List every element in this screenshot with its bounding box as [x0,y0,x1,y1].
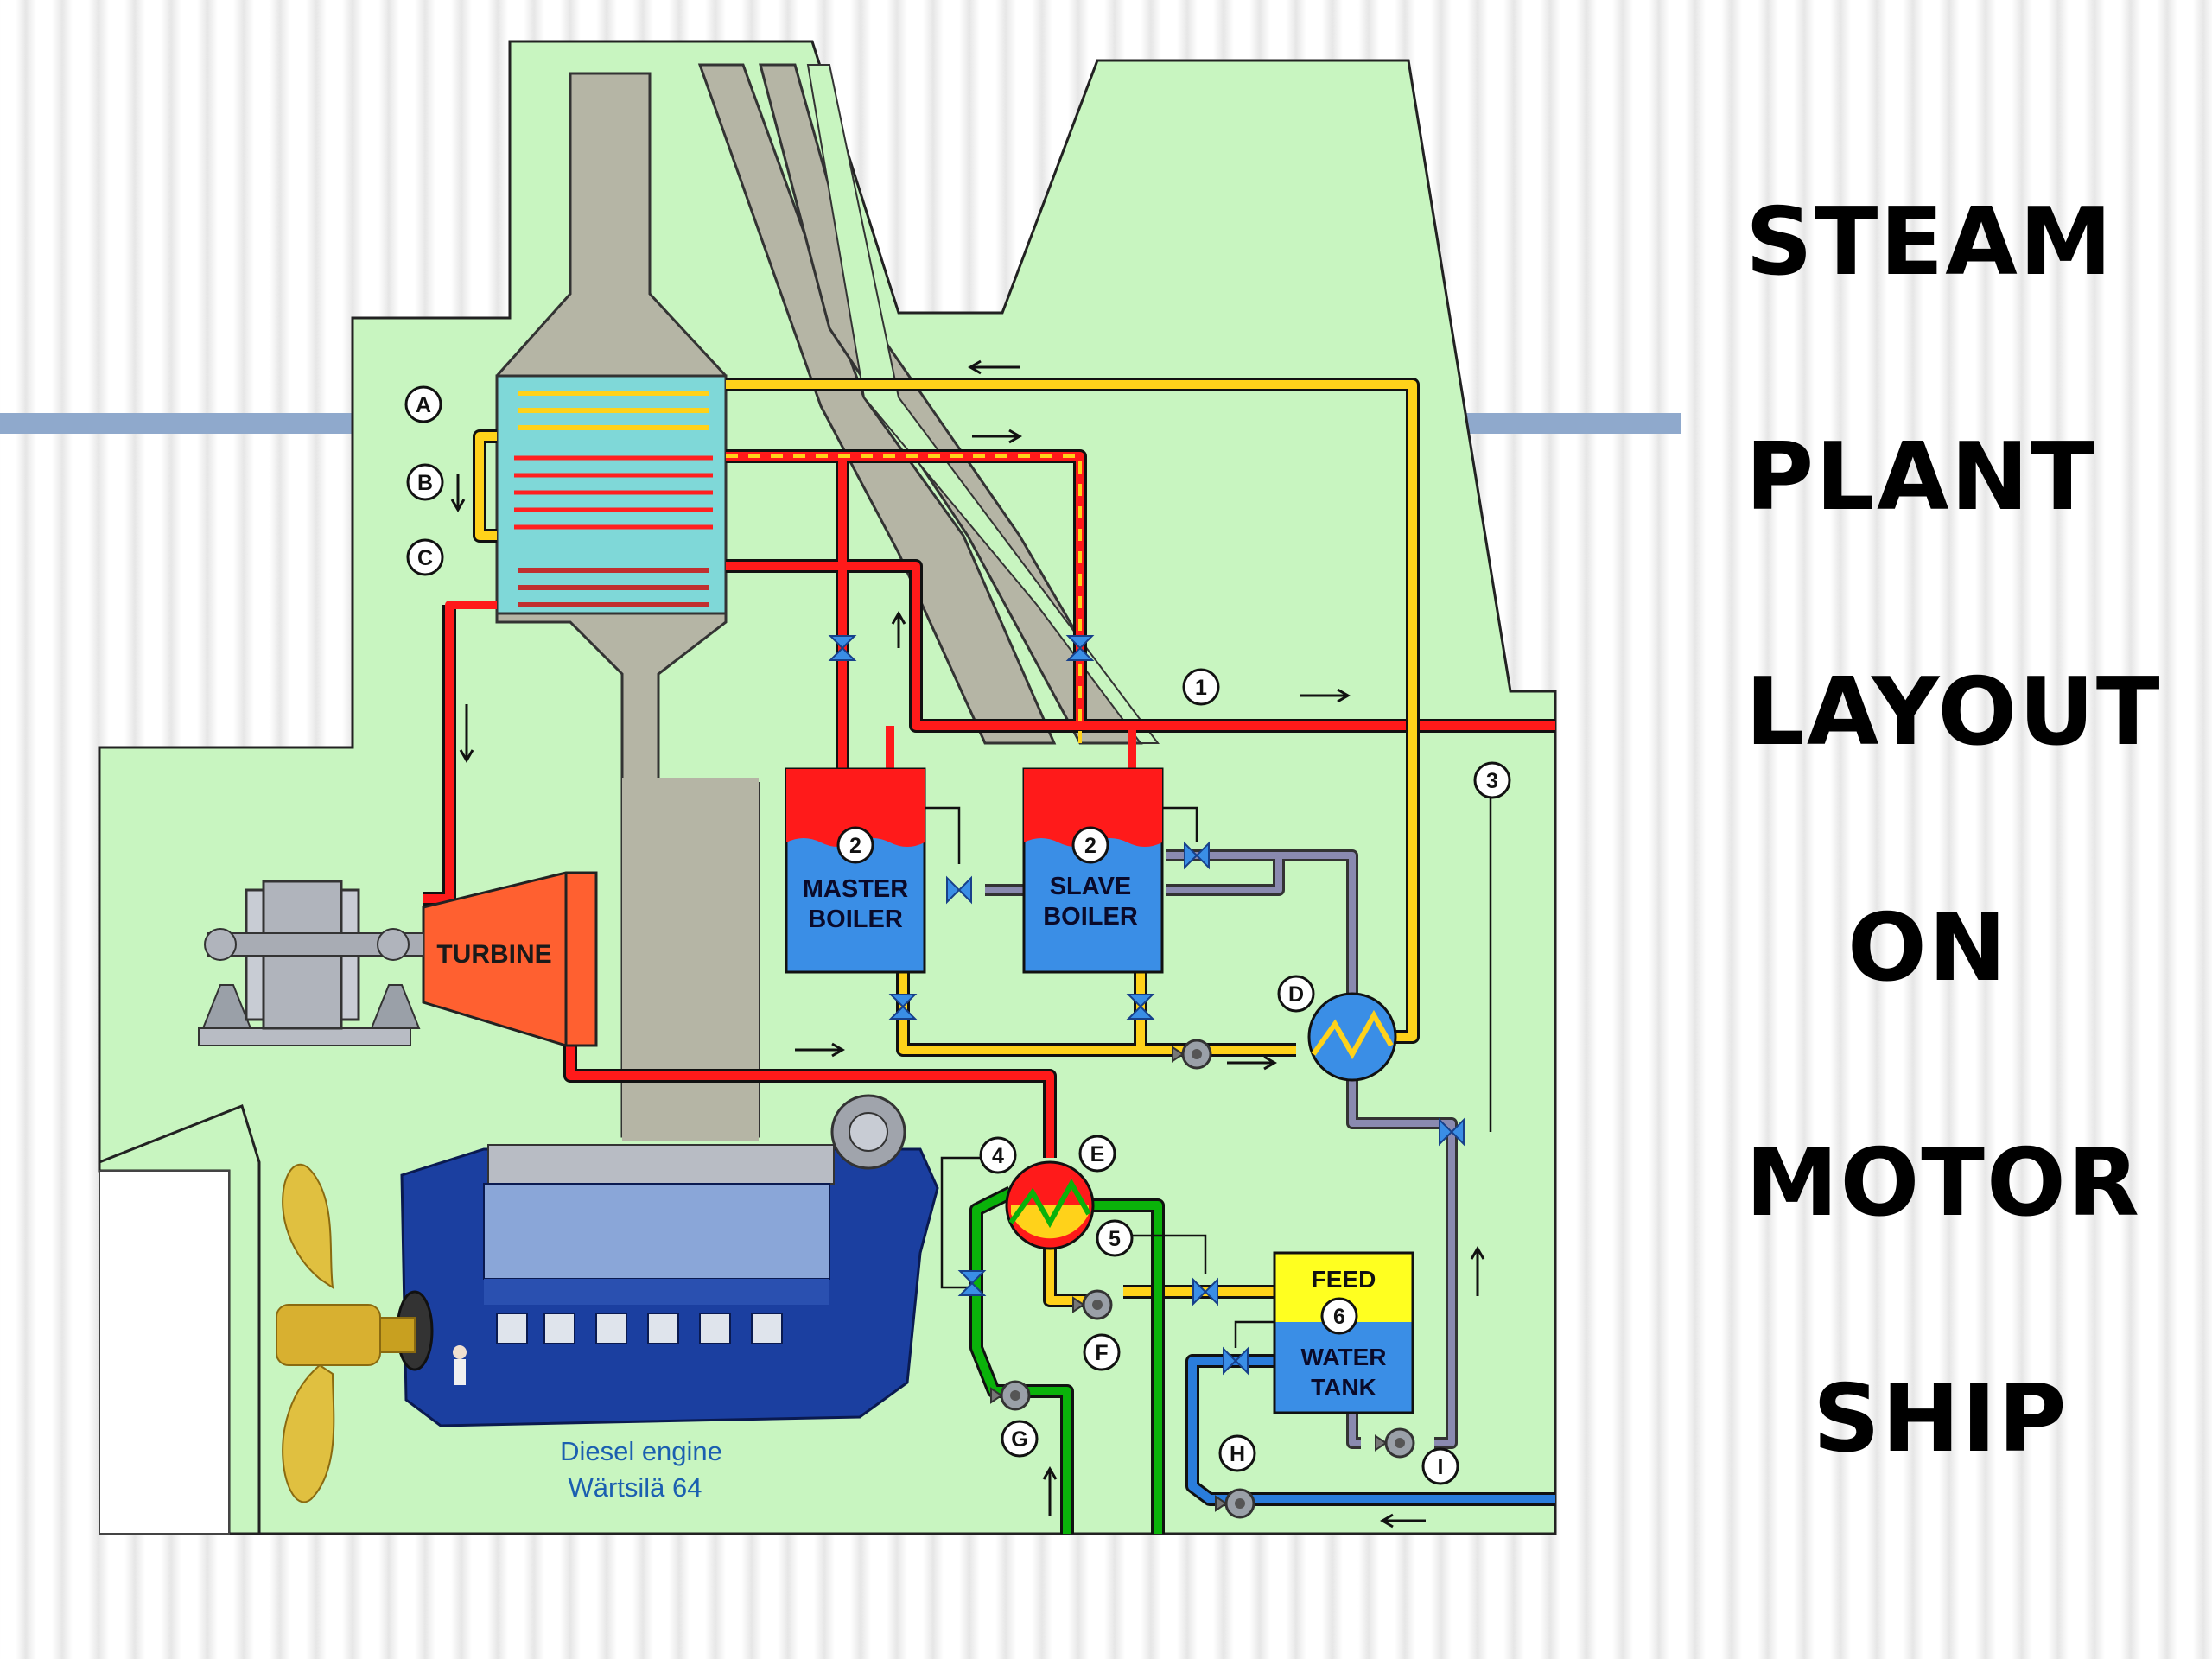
marker-H: H [1218,1434,1256,1472]
slave-boiler-label-1: SLAVE [1050,873,1132,900]
marker-B: B [406,463,444,501]
svg-text:C: C [417,546,433,570]
svg-text:1: 1 [1195,676,1207,700]
master-boiler-label-1: MASTER [803,875,909,903]
feed-tank-label-3: TANK [1311,1374,1376,1401]
marker-3: 3 [1473,761,1511,799]
title-line-plant: PLANT [1745,423,2096,531]
generator-icon [198,880,424,1046]
marker-I: I [1421,1447,1459,1485]
marker-D: D [1277,975,1315,1013]
sea-water-lines [1188,1357,1555,1503]
svg-text:5: 5 [1109,1227,1121,1251]
marker-6: 6 [1320,1297,1358,1335]
marker-2-slave: 2 [1071,826,1109,864]
slave-boiler-vessel [1022,767,1164,974]
svg-text:G: G [1011,1427,1027,1452]
title-line-steam: STEAM [1745,188,2114,296]
marker-G: G [1001,1420,1039,1458]
diesel-engine-block [396,1094,939,1427]
marker-4: 4 [979,1136,1017,1174]
marker-C: C [406,538,444,576]
marker-A: A [404,385,442,423]
turbine-label: TURBINE [436,940,551,969]
svg-text:2: 2 [849,834,861,858]
feed-tank-label-2: WATER [1300,1344,1386,1370]
diesel-engine-label-2: Wärtsilä 64 [568,1472,702,1503]
propeller-recess [99,1170,230,1535]
svg-text:6: 6 [1333,1305,1345,1329]
diesel-engine-label-1: Diesel engine [560,1436,722,1466]
svg-text:I: I [1438,1455,1444,1479]
marker-2-master: 2 [836,826,874,864]
flow-arrow-icon [450,359,1485,1529]
svg-text:4: 4 [992,1144,1004,1168]
svg-text:B: B [417,471,433,495]
title-line-motor: MOTOR [1745,1129,2141,1237]
svg-text:F: F [1095,1341,1108,1365]
svg-text:D: D [1288,982,1304,1007]
svg-text:E: E [1090,1142,1105,1166]
svg-text:3: 3 [1486,769,1498,793]
steam-plant-diagram: TURBINE MASTER BOILER SLAVE BOILER FEED … [98,40,1557,1535]
title-line-on: ON [1847,894,2009,1002]
propeller-icon [276,1163,416,1503]
svg-text:2: 2 [1084,834,1096,858]
svg-text:A: A [416,393,431,417]
marker-1: 1 [1182,668,1220,706]
coil-a [518,391,709,430]
title-line-layout: LAYOUT [1745,658,2162,766]
cooling-water-lines [972,1188,1162,1534]
feed-tank-label-1: FEED [1312,1266,1376,1293]
master-boiler-label-2: BOILER [808,906,903,933]
coil-c [518,568,709,607]
slave-boiler-label-2: BOILER [1043,903,1138,931]
marker-F: F [1083,1333,1121,1371]
master-boiler-vessel [785,767,926,974]
marker-E: E [1078,1135,1116,1173]
heat-exchanger-icon [1005,1160,1095,1250]
marker-5: 5 [1096,1219,1134,1257]
heat-exchanger-icon [1307,992,1397,1082]
coil-b [514,455,713,530]
svg-text:H: H [1230,1442,1245,1466]
title-line-ship: SHIP [1813,1365,2069,1473]
